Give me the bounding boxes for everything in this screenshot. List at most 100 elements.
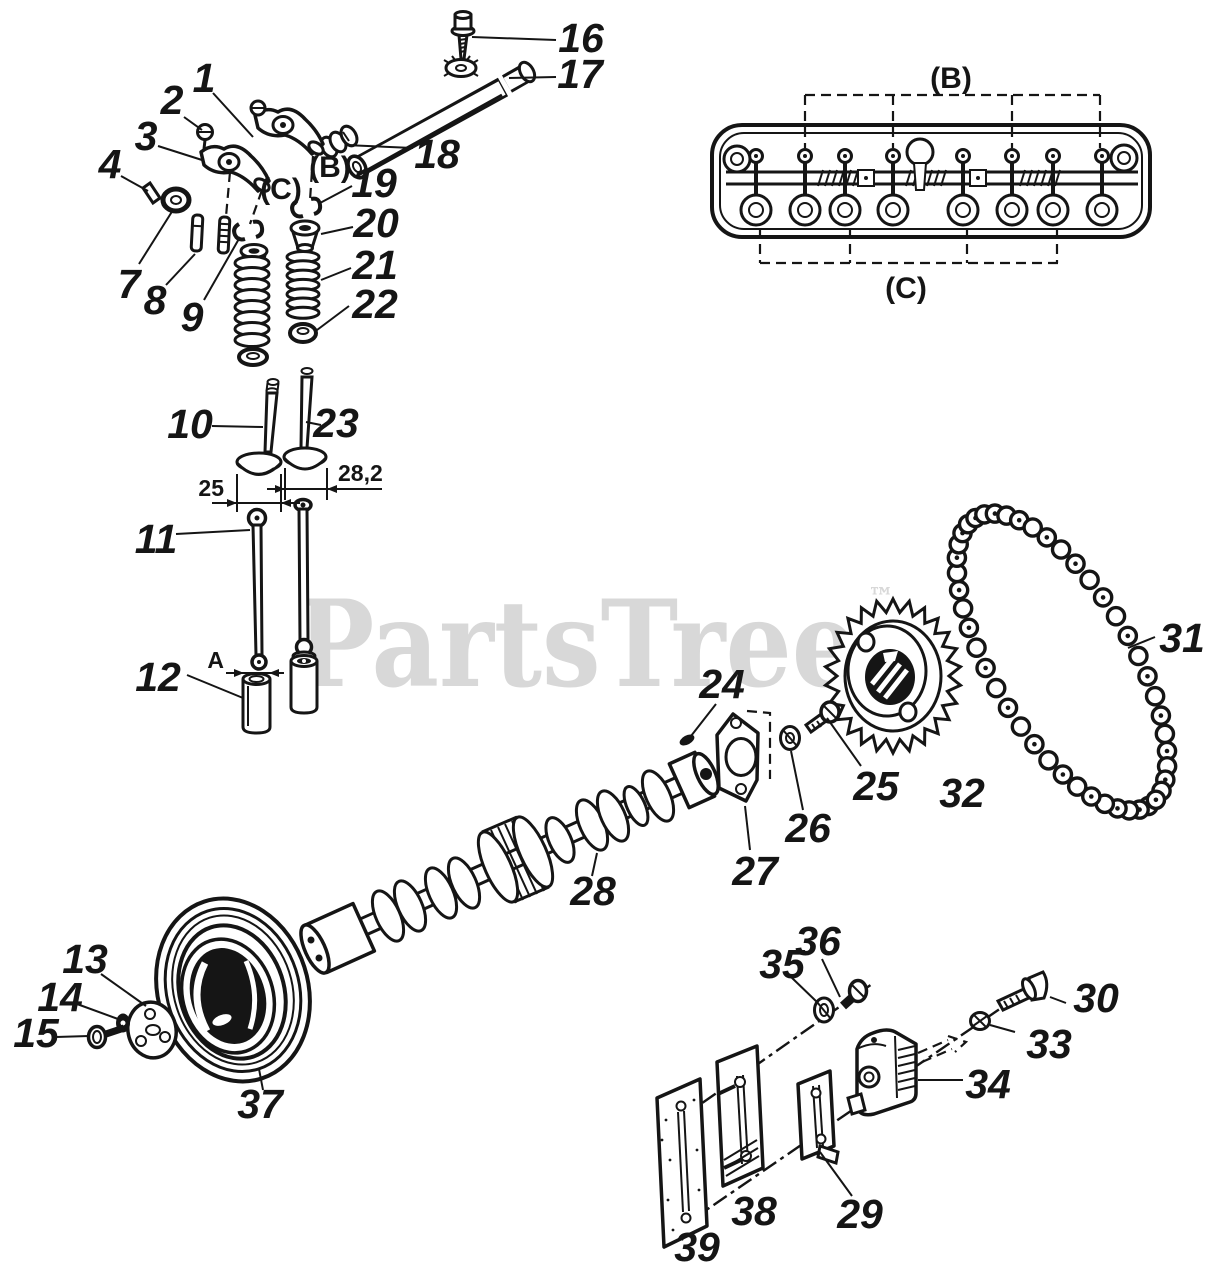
lock-washer [779,725,801,751]
dimension-valve-head-25 [212,474,300,512]
valve-spring-coils [233,250,321,348]
woodruff-key [679,734,695,746]
valve-train-assembly [140,10,537,735]
thrust-plate [715,709,772,803]
dimension-label-0: 25 [198,475,224,501]
leader-line-part-18 [344,144,414,149]
leader-line-part-26 [790,750,804,811]
leader-line-part-13 [100,973,147,1007]
bracket-C-dashed [758,228,1060,265]
part-number-28: 28 [569,868,616,914]
bracket-B-dashed [803,93,1102,148]
leader-line-part-11 [175,529,251,535]
leader-line-part-4 [120,175,149,192]
part-number-18: 18 [414,131,460,177]
intake-valve [235,378,283,476]
leader-line-part-14 [76,1003,119,1020]
ref-label-1: (C) [260,173,302,206]
watermark-text: PartsTree [296,574,858,715]
camshaft-sprocket [822,595,964,757]
leader-line-part-25 [826,717,862,767]
part-number-7: 7 [118,261,143,307]
leader-line-part-21 [320,267,352,281]
leader-line-part-17 [508,76,557,79]
part-number-15: 15 [13,1010,60,1056]
part-number-21: 21 [351,242,398,288]
dimension-label-1: 28,2 [338,460,383,486]
sprocket-bolt [803,700,841,735]
leader-line-part-23 [305,421,322,426]
camshaft-drive-gear [476,815,555,904]
dimension-tappet-a [226,669,284,677]
part-number-4: 4 [98,141,122,187]
leader-line-part-20 [320,226,354,235]
part-number-8: 8 [144,277,167,323]
part-number-33: 33 [1026,1021,1072,1067]
part-number-1: 1 [193,55,216,101]
part-number-9: 9 [181,294,204,340]
part-number-32: 32 [939,770,985,816]
camshaft-mounting-parts [679,700,841,803]
exhaust-valve [282,367,328,471]
leader-line-part-31 [1127,636,1156,649]
head-rocker-arms [739,148,1119,227]
part-number-2: 2 [160,77,184,123]
camshaft-front-journal [299,901,377,975]
part-number-36: 36 [795,918,842,964]
part-number-20: 20 [352,200,399,246]
pump-washer-33 [969,1011,991,1031]
spring-washer [160,186,192,214]
ref-label-2: (B) [930,62,972,95]
camshaft-rear-end [667,750,720,810]
part-number-30: 30 [1073,975,1119,1021]
part-number-35: 35 [759,941,806,987]
part-number-14: 14 [37,974,83,1020]
part-number-13: 13 [62,936,108,982]
dimension-labels: 25 28,2A [198,460,382,673]
leader-line-part-3 [157,145,203,161]
part-number-23: 23 [312,400,359,446]
dimension-label-2: A [207,647,224,673]
ref-label-3: (C) [885,272,927,305]
part-number-22: 22 [351,281,398,327]
dimension-valve-head-28-2 [267,468,382,500]
leader-line-part-10 [211,425,264,428]
part-number-10: 10 [167,401,213,447]
rocker-shaft-bolt [443,10,479,78]
pump-bolt-36 [839,978,869,1010]
insulator-plate-38 [715,1044,765,1188]
part-number-27: 27 [731,848,780,894]
part-number-31: 31 [1159,615,1205,661]
cotter-pin [140,180,163,206]
leader-line-part-33 [989,1024,1016,1033]
leader-line-part-7 [138,209,174,265]
tappet [241,654,319,735]
fuel-pump-body [846,1028,969,1117]
leader-line-part-12 [186,674,244,699]
cylinder-head-top-view [710,93,1152,265]
valve-keepers [232,196,323,242]
leader-line-part-22 [316,305,350,331]
crankshaft-pulley-group [86,896,312,1084]
leader-line-part-36 [821,958,841,998]
center-line [677,983,873,1121]
leader-line-part-29 [819,1151,853,1197]
leader-line-part-24 [690,703,717,737]
leader-line-part-30 [1049,996,1067,1004]
pulley-retainer-plate [126,1000,178,1060]
part-number-26: 26 [784,805,832,851]
leader-line-part-19 [319,185,353,204]
timing-chain [946,503,1178,821]
crankshaft-pulley [154,896,312,1084]
pump-washer-35 [813,996,835,1024]
rocker-arm-c [196,123,271,193]
rocker-stud-threaded [216,215,232,255]
part-number-34: 34 [965,1061,1011,1107]
leader-line-part-2 [183,116,203,131]
part-number-16: 16 [558,15,605,61]
pulley-bolt [86,1024,126,1050]
leader-line-part-9 [203,236,241,301]
